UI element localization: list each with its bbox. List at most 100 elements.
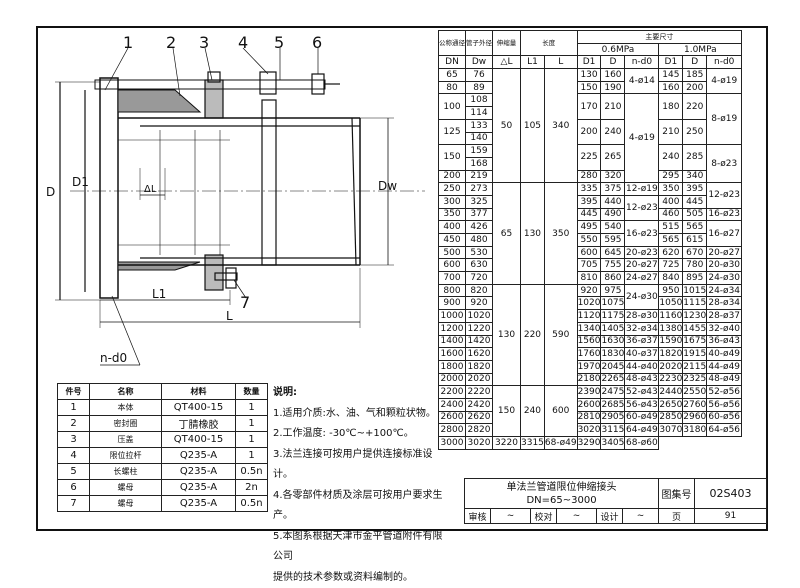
cell-d1a: 2390 <box>577 386 601 399</box>
cell-db: 780 <box>683 259 707 272</box>
cell-da: 2045 <box>601 360 625 373</box>
cell-da: 3115 <box>601 424 625 437</box>
callout-1: 1 <box>123 33 133 52</box>
cell-l1: 105 <box>521 69 545 183</box>
check-label: 校对 <box>531 509 557 524</box>
cell-nb: 16-ø27 <box>707 221 742 246</box>
cell-dn: 150 <box>439 145 466 170</box>
cell-dn: 400 <box>439 221 466 234</box>
cell-na: 48-ø43 <box>625 373 659 386</box>
cell-da: 860 <box>601 272 625 285</box>
joint-drawing: 1 2 3 4 5 6 7 D D1 Dw ΔL L1 L n-d0 <box>0 0 438 375</box>
cell-da: 975 <box>601 284 625 297</box>
cell-nb: 48-ø49 <box>707 373 742 386</box>
cell-dw: 377 <box>466 208 493 221</box>
cell-db: 1455 <box>683 322 707 335</box>
cell-nb: 12-ø23 <box>707 183 742 208</box>
cell-dn: 100 <box>439 94 466 119</box>
cell-dn: 1600 <box>439 348 466 361</box>
cell-d1b: 1380 <box>659 322 683 335</box>
cell-db: 3405 <box>601 437 625 450</box>
cell-l: 590 <box>544 284 577 386</box>
cell-d1a: 170 <box>577 94 601 119</box>
cell-dw: 2020 <box>466 373 493 386</box>
dim-L1: L1 <box>152 287 166 301</box>
dim-D: D <box>46 185 55 199</box>
cell-nb: 20-ø27 <box>707 246 742 259</box>
cell-nb: 28-ø37 <box>707 310 742 323</box>
cell-dw: 273 <box>466 183 493 196</box>
cell-da: 755 <box>601 259 625 272</box>
cell-db: 200 <box>683 81 707 94</box>
parts-cell-name: 本体 <box>90 400 162 416</box>
cell-da: 2475 <box>601 386 625 399</box>
hdr-Dw: Dw <box>466 56 493 69</box>
cell-dw: 219 <box>466 170 493 183</box>
cell-dw: 76 <box>466 69 493 82</box>
cell-na: 68-ø49 <box>544 437 577 450</box>
dim-nd0: n-d0 <box>100 351 127 365</box>
cell-nb: 68-ø60 <box>625 437 659 450</box>
cell-dw: 426 <box>466 221 493 234</box>
callout-3: 3 <box>199 33 209 52</box>
cell-na: 40-ø37 <box>625 348 659 361</box>
cell-dl: 65 <box>493 183 521 285</box>
cell-dn: 1000 <box>439 310 466 323</box>
cell-d1a: 395 <box>577 195 601 208</box>
cell-d1b: 400 <box>659 195 683 208</box>
cell-na: 4-ø14 <box>625 69 659 94</box>
cell-dw: 1820 <box>466 360 493 373</box>
cell-dn: 1800 <box>439 360 466 373</box>
cell-d1b: 3290 <box>577 437 601 450</box>
cell-da: 440 <box>601 195 625 208</box>
cell-d1b: 2020 <box>659 360 683 373</box>
hdr-p06: 0.6MPa <box>577 43 659 56</box>
cell-dw: 480 <box>466 234 493 247</box>
cell-d1a: 445 <box>577 208 601 221</box>
cell-nb: 24-ø34 <box>707 284 742 297</box>
parts-cell-qty: 1 <box>236 448 268 464</box>
cell-db: 505 <box>683 208 707 221</box>
cell-da: 490 <box>601 208 625 221</box>
parts-cell-material: Q235-A <box>162 448 236 464</box>
cell-da: 265 <box>601 145 625 170</box>
cell-na: 24-ø27 <box>625 272 659 285</box>
cell-db: 565 <box>683 221 707 234</box>
cell-na: 32-ø34 <box>625 322 659 335</box>
callout-5: 5 <box>274 33 284 52</box>
cell-da: 160 <box>601 69 625 82</box>
notes: 说明: 1.适用介质:水、油、气和颗粒状物。 2.工作温度: -30℃~+100… <box>273 383 448 588</box>
hdr-D1b: D1 <box>659 56 683 69</box>
hdr-nd0b: n-d0 <box>707 56 742 69</box>
cell-na: 20-ø23 <box>625 246 659 259</box>
cell-dw: 89 <box>466 81 493 94</box>
hdr-main: 主要尺寸 <box>577 31 742 44</box>
cell-db: 2760 <box>683 398 707 411</box>
note-line: 5.本图系根据天津市金平管道附件有限公司 <box>273 527 448 568</box>
cell-dw: 2220 <box>466 386 493 399</box>
cell-nb: 4-ø19 <box>707 69 742 94</box>
parts-hdr-no: 件号 <box>58 384 90 400</box>
cell-dn: 1400 <box>439 335 466 348</box>
cell-d1b: 1050 <box>659 297 683 310</box>
check-signature: ~ <box>557 509 597 524</box>
cell-da: 3315 <box>521 437 545 450</box>
cell-dn: 800 <box>439 284 466 297</box>
cell-na: 20-ø27 <box>625 259 659 272</box>
parts-cell-no: 3 <box>58 432 90 448</box>
parts-cell-qty: 1 <box>236 400 268 416</box>
cell-d1a: 225 <box>577 145 601 170</box>
cell-db: 185 <box>683 69 707 82</box>
cell-dw: 108 <box>466 94 493 107</box>
